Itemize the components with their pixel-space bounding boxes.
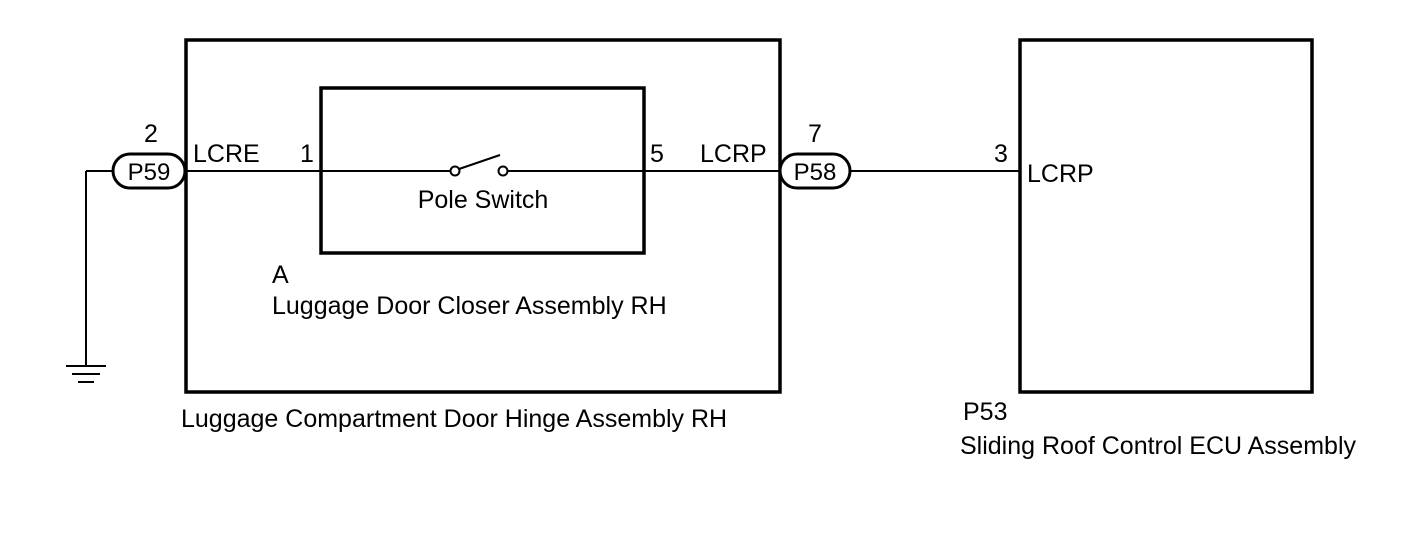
connector-p58-pin: 7 (808, 120, 822, 148)
pole-switch-icon (449, 154, 509, 177)
switch-pin-right: 5 (650, 140, 664, 168)
hinge-assembly-name: Luggage Compartment Door Hinge Assembly … (181, 405, 727, 433)
connector-p58: P58 (778, 152, 852, 190)
closer-assembly-code: A (272, 261, 289, 289)
switch-pin-left: 1 (300, 140, 314, 168)
signal-lcre-label: LCRE (193, 140, 260, 168)
connector-p58-id: P58 (794, 159, 837, 186)
ecu-signal-label: LCRP (1027, 160, 1094, 188)
hinge-assembly-box (184, 38, 782, 394)
ecu-name: Sliding Roof Control ECU Assembly (960, 432, 1356, 460)
ground-icon (66, 170, 115, 383)
pole-switch-label: Pole Switch (418, 186, 549, 214)
closer-assembly-name: Luggage Door Closer Assembly RH (272, 292, 667, 320)
connector-p59: P59 (111, 152, 187, 190)
connector-p59-id: P59 (128, 159, 171, 186)
ecu-box (1018, 38, 1314, 394)
connector-p59-pin: 2 (144, 120, 158, 148)
ecu-code: P53 (963, 398, 1007, 426)
signal-lcrp-label: LCRP (700, 140, 767, 168)
ecu-pin: 3 (994, 140, 1008, 168)
